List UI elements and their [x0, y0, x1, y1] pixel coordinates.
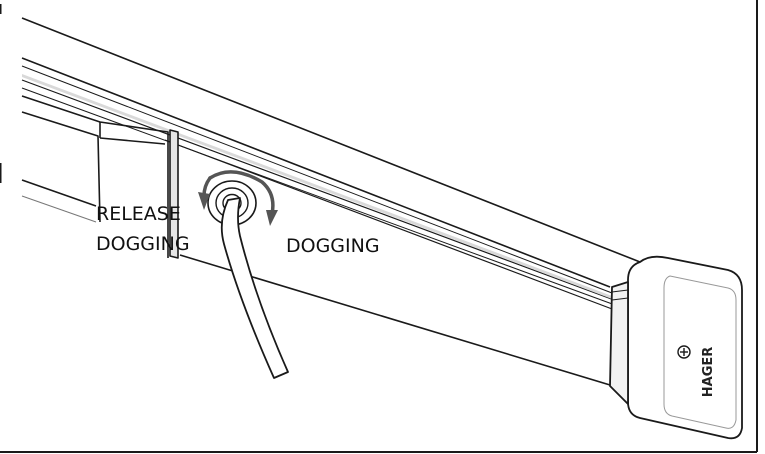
- release-dogging-label-line2: DOGGING: [96, 233, 190, 255]
- brand-logo: HAGER: [701, 347, 716, 398]
- brand-logo-text: HAGER: [701, 347, 716, 398]
- dogging-labels: RELEASE DOGGING DOGGING: [96, 203, 380, 257]
- arrow-heads: [198, 192, 278, 226]
- allen-wrench-icon: [220, 197, 289, 379]
- release-dogging-label-line1: RELEASE: [96, 203, 181, 225]
- push-bar-body: [21, 17, 641, 386]
- end-cap: [609, 255, 743, 440]
- dogging-label: DOGGING: [286, 235, 380, 257]
- left-housing: [21, 95, 179, 259]
- phillips-screw-icon: [677, 345, 691, 359]
